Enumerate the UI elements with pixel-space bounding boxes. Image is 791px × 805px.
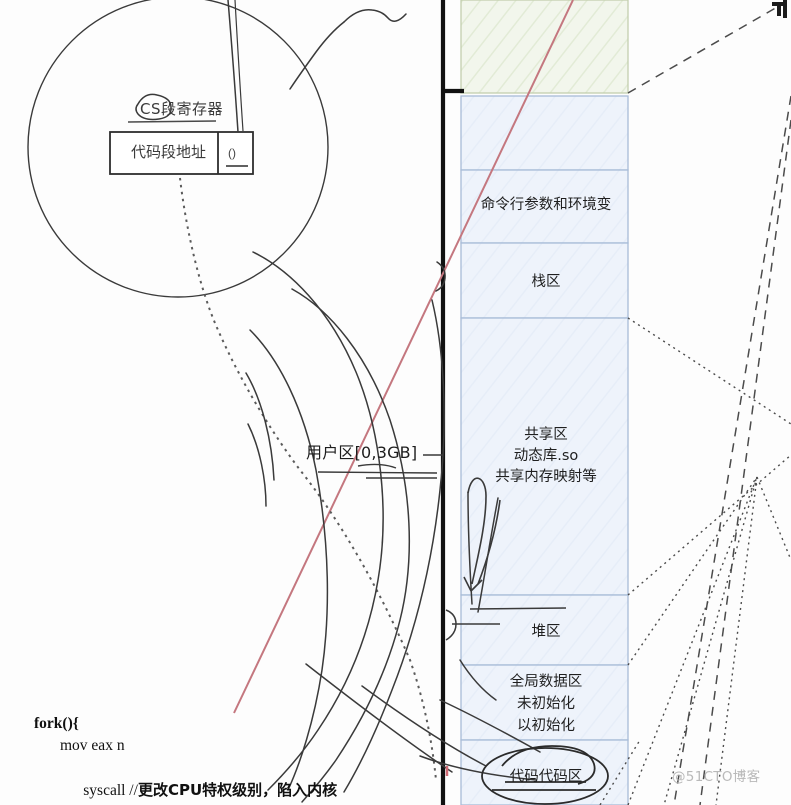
- segment-label-shared-line1: 共享区: [524, 427, 568, 443]
- segment-label-heap: 堆区: [531, 624, 561, 640]
- perspective-dotted-lines: [599, 317, 791, 805]
- memory-map: [460, 0, 629, 805]
- segment-label-shared-line2: 动态库.so: [513, 448, 579, 464]
- register-callout-circle: [27, 0, 329, 298]
- text-segment-highlight: [481, 745, 609, 805]
- register-box-label: 代码段地址: [131, 143, 207, 161]
- kernel-user-divider: [440, 0, 464, 805]
- watermark-label: @51CTO博客: [672, 769, 761, 785]
- segment-label-global-line1: 全局数据区: [509, 674, 583, 690]
- userzone-underline: [317, 454, 443, 479]
- code-line-1: fork(){: [34, 715, 79, 732]
- register-box-slot-label: (): [228, 146, 236, 160]
- code-snippet: fork(){ mov eax n syscall //更改CPU特权级别，陷入…: [34, 713, 337, 805]
- segment-heap: [460, 594, 629, 666]
- register-pointer-dotted: [179, 177, 437, 781]
- segment-label-args-env: 命令行参数和环境变: [480, 197, 612, 213]
- freehand-curves: [245, 9, 541, 803]
- heap-marker: [445, 607, 567, 641]
- segment-top-blank: [460, 95, 629, 171]
- user-area-label: 用户区[0,3GB]: [306, 443, 418, 462]
- topright-marker: [772, 0, 787, 18]
- code-line-3-code: syscall //: [83, 782, 138, 800]
- segment-label-global-line3: 以初始化: [517, 718, 575, 734]
- segment-global-data: [460, 664, 629, 741]
- register-name-label: CS段寄存器: [140, 100, 223, 118]
- segment-label-stack: 栈区: [531, 274, 561, 290]
- perspective-dashed-lines: [627, 5, 791, 805]
- red-diagonal-line: [233, 0, 574, 714]
- code-line-3: syscall //更改CPU特权级别，陷入内核: [34, 758, 337, 805]
- segment-label-global-line2: 未初始化: [517, 696, 575, 712]
- code-line-2: mov eax n: [60, 737, 125, 755]
- segment-kernel: [460, 0, 629, 94]
- segment-text: [460, 739, 629, 805]
- register-box: [109, 131, 254, 175]
- code-line-3-comment: 更改CPU特权级别，陷入内核: [137, 781, 338, 800]
- shared-region-arrow: [463, 477, 501, 592]
- segment-stack: [460, 242, 629, 319]
- segment-label-text: 代码代码区: [509, 769, 583, 785]
- segment-label-shared-line3: 共享内存映射等: [495, 469, 597, 485]
